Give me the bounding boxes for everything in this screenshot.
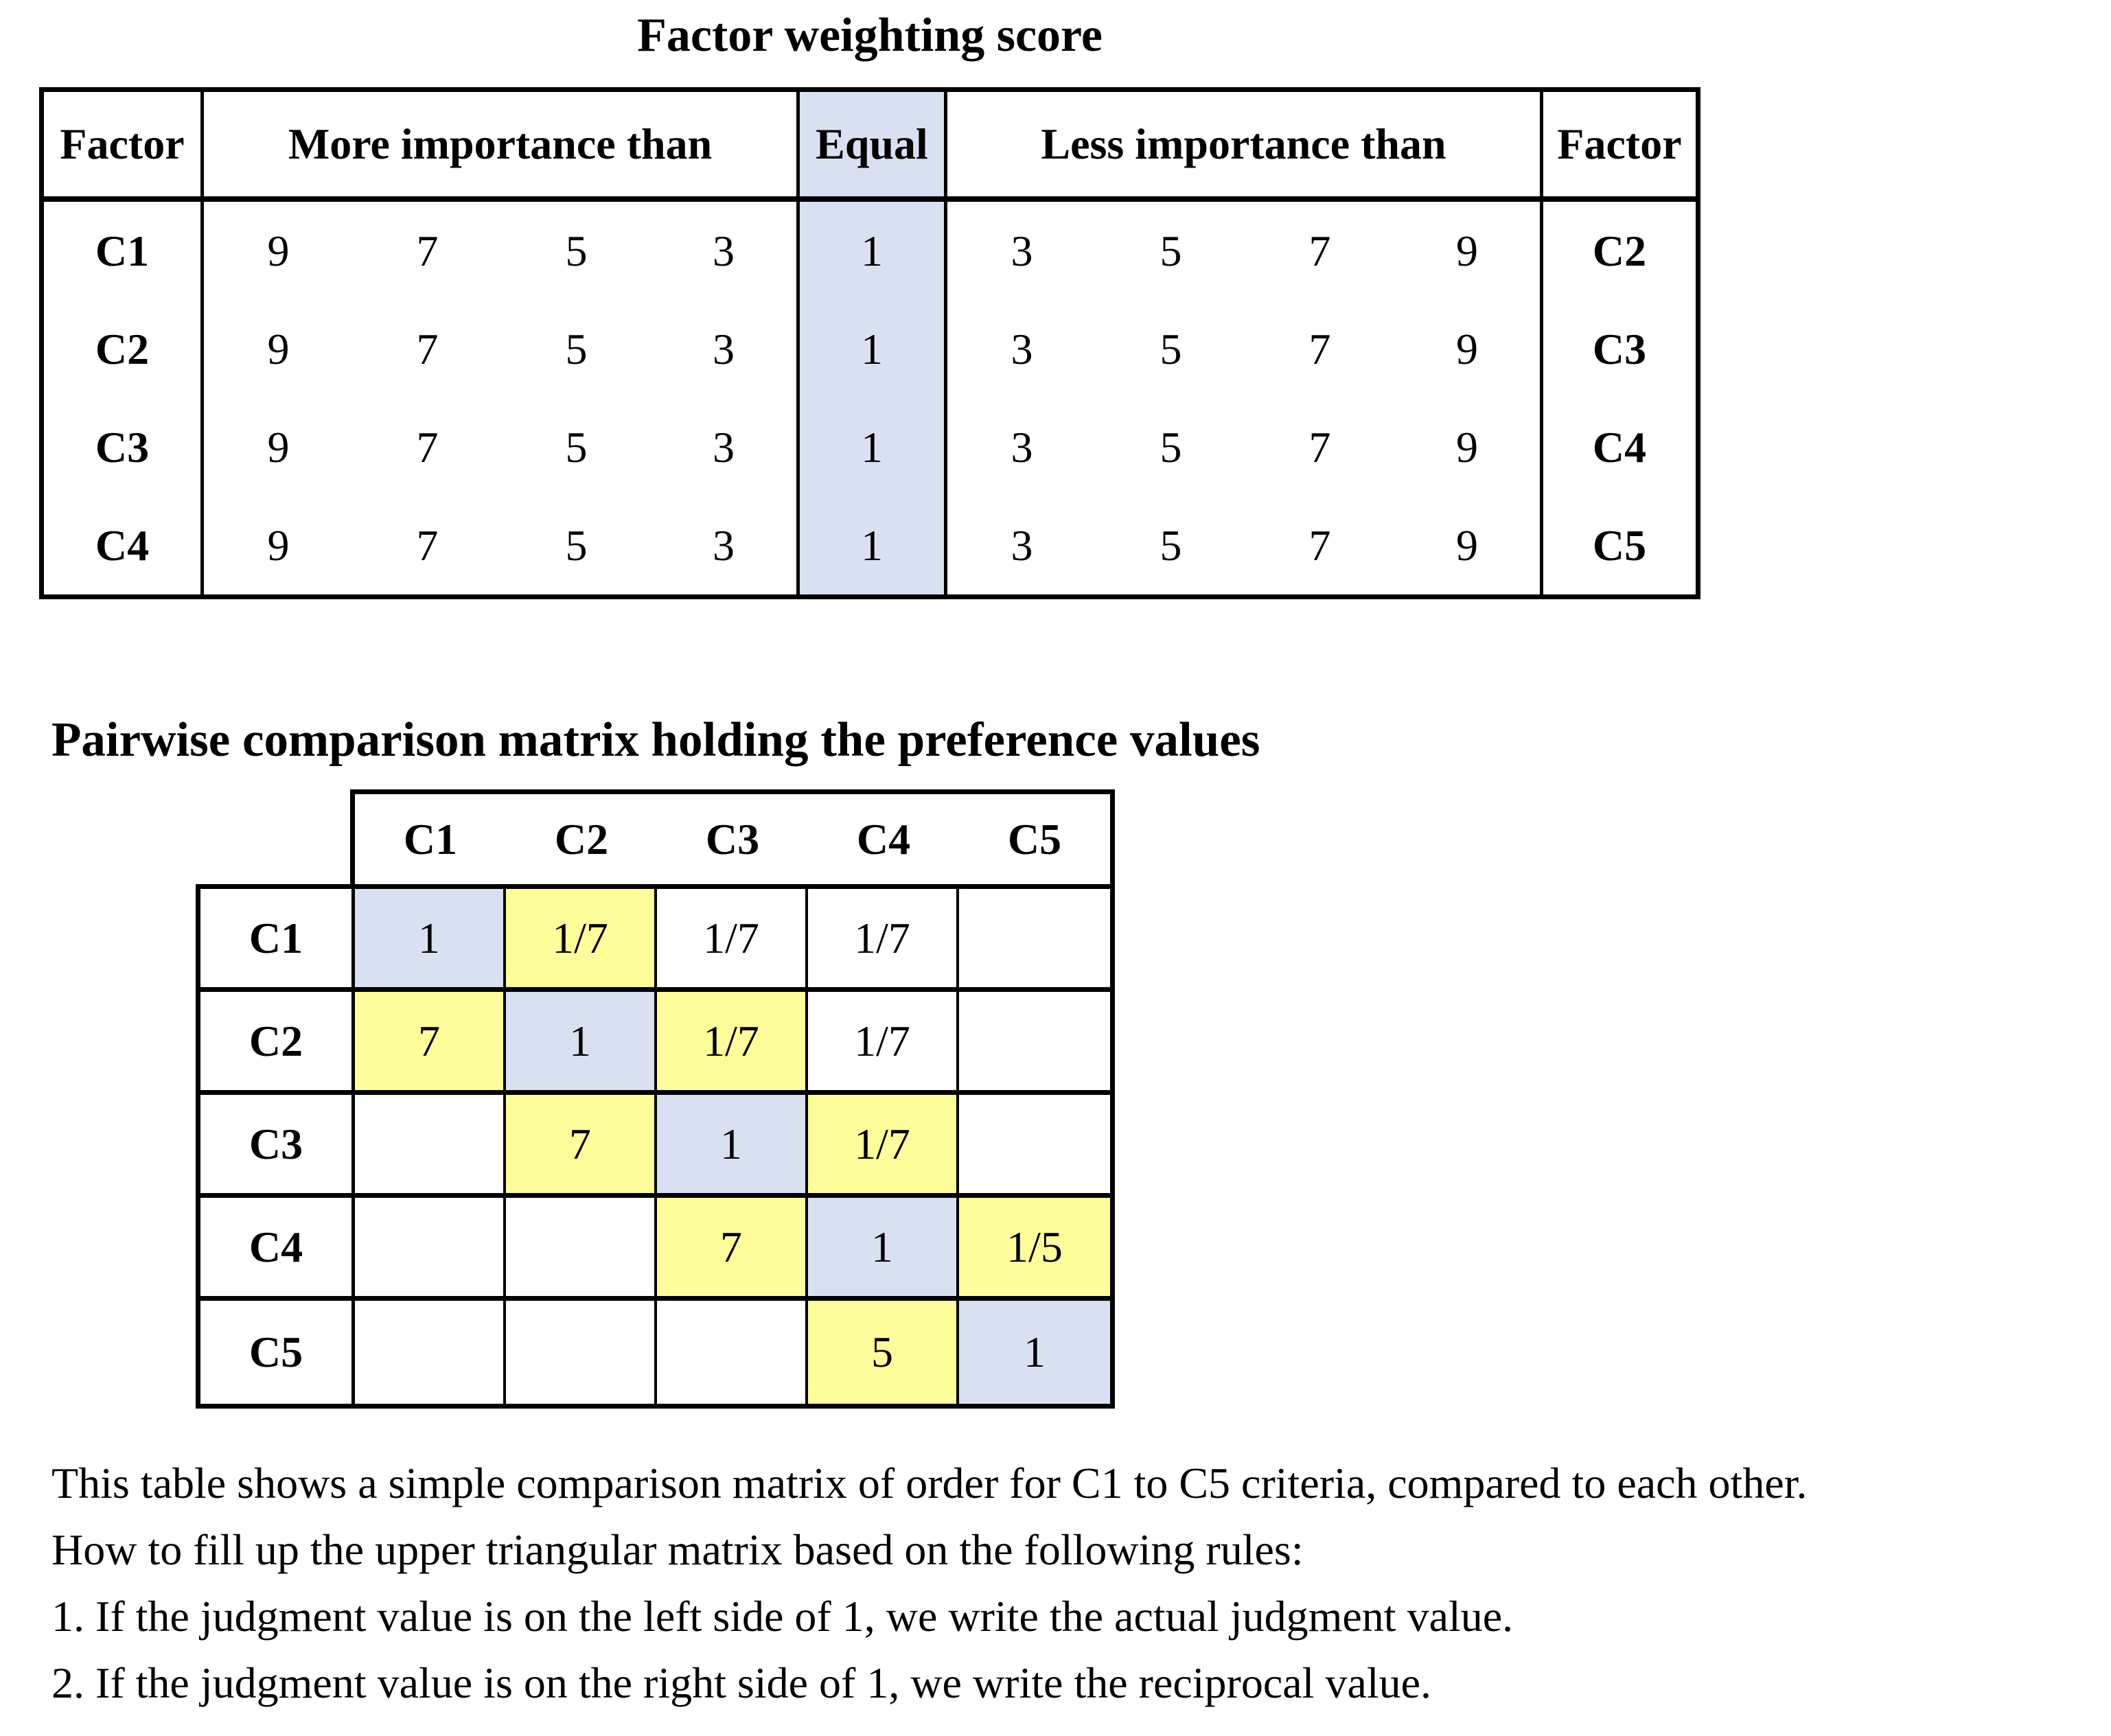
t1-score-cell: 5 (1160, 422, 1182, 472)
t2-col-header: C1 (403, 814, 458, 864)
t2-matrix-cell: 5 (808, 1301, 959, 1404)
t2-row-header: C1 (200, 889, 355, 992)
t2-row-header: C4 (200, 1198, 355, 1301)
t1-score-cell: 9 (1394, 496, 1543, 594)
t1-row-factor-left: C2 (44, 300, 204, 398)
pairwise-matrix-column-headers: C1 C2 C3 C4 C5 (350, 789, 1115, 889)
t1-score-cell: 7 (416, 324, 439, 373)
t2-matrix-cell: 1 (506, 992, 657, 1095)
t1-score-cell: 3 (651, 202, 800, 300)
note-line: 2. If the judgment value is on the right… (51, 1658, 1432, 1707)
t1-score-cell: 9 (267, 324, 290, 373)
t2-col-header: C2 (554, 814, 609, 864)
t1-score-cell: 7 (1308, 520, 1331, 570)
t1-score-cell: 3 (1011, 324, 1033, 373)
t1-score-cell: 3 (1011, 520, 1033, 570)
t1-score-cell: 5 (1160, 520, 1182, 570)
note-line: This table shows a simple comparison mat… (51, 1459, 1808, 1507)
t1-score-cell: 5 (1160, 324, 1182, 373)
t2-matrix-cell: 1/7 (657, 889, 808, 992)
t2-col-header: C3 (705, 814, 760, 864)
t2-row-header: C3 (200, 1095, 355, 1198)
t2-matrix-cell: 1 (808, 1198, 959, 1301)
t2-matrix-cell: 1/7 (808, 992, 959, 1095)
t1-score-cell: 9 (1394, 202, 1543, 300)
t1-score-cell: 3 (651, 300, 800, 398)
t1-score-cell: 3 (1011, 226, 1033, 275)
t1-score-cell: 3 (1011, 422, 1033, 472)
t2-matrix-cell: 1/5 (959, 1198, 1110, 1301)
t2-matrix-cell: 1 (959, 1301, 1110, 1404)
t2-matrix-cell (959, 992, 1110, 1095)
t1-row-factor-right: C5 (1592, 520, 1647, 570)
t1-score-cell: 7 (416, 422, 439, 472)
t1-score-cell: 7 (1308, 226, 1331, 275)
t1-score-cell: 5 (565, 520, 588, 570)
t1-row-factor-right: C2 (1592, 226, 1647, 275)
t1-score-cell: 9 (267, 520, 290, 570)
header-factor-right: Factor (1543, 92, 1696, 202)
t2-matrix-cell: 1 (657, 1095, 808, 1198)
t2-matrix-cell: 7 (355, 992, 506, 1095)
t1-score-cell: 7 (416, 520, 439, 570)
factor-weighting-title: Factor weighting score (637, 9, 1103, 62)
t2-col-header: C4 (856, 814, 911, 864)
t1-row-factor-left: C3 (44, 398, 204, 496)
t1-equal-cell: 1 (800, 496, 947, 594)
t1-row-factor-right: C4 (1592, 422, 1647, 472)
t1-score-cell: 7 (1308, 324, 1331, 373)
t2-matrix-cell: 7 (657, 1198, 808, 1301)
t2-row-header: C2 (200, 992, 355, 1095)
header-factor-left: Factor (44, 92, 204, 202)
t1-row-factor-right: C3 (1592, 324, 1647, 373)
t1-score-cell: 9 (267, 422, 290, 472)
t2-matrix-cell (506, 1198, 657, 1301)
t1-score-cell: 5 (565, 422, 588, 472)
t1-score-cell: 9 (1394, 398, 1543, 496)
factor-weighting-table: Factor More importance than Equal Less i… (39, 87, 1700, 599)
t1-score-cell: 7 (1308, 422, 1331, 472)
header-equal: Equal (800, 92, 947, 202)
t1-equal-cell: 1 (800, 300, 947, 398)
t1-equal-cell: 1 (800, 202, 947, 300)
t2-matrix-cell (355, 1095, 506, 1198)
pairwise-matrix-body: C1 1 1/7 1/7 1/7 C2 7 1 1/7 1/7 C3 7 1 1… (196, 884, 1115, 1409)
t1-score-cell: 7 (416, 226, 439, 275)
t1-score-cell: 5 (1160, 226, 1182, 275)
t2-matrix-cell (355, 1301, 506, 1404)
note-line: How to fill up the upper triangular matr… (51, 1525, 1304, 1574)
header-more-importance: More importance than (204, 92, 800, 202)
t2-row-header: C5 (200, 1301, 355, 1404)
t1-score-cell: 9 (267, 226, 290, 275)
t2-matrix-cell: 1/7 (506, 889, 657, 992)
t1-equal-cell: 1 (800, 398, 947, 496)
t1-score-cell: 3 (651, 398, 800, 496)
t2-matrix-cell: 7 (506, 1095, 657, 1198)
t1-score-cell: 5 (565, 324, 588, 373)
t2-matrix-cell (959, 889, 1110, 992)
t1-score-cell: 3 (651, 496, 800, 594)
t2-matrix-cell (657, 1301, 808, 1404)
t2-col-header: C5 (1007, 814, 1062, 864)
t2-matrix-cell: 1/7 (657, 992, 808, 1095)
t2-matrix-cell: 1/7 (808, 889, 959, 992)
t2-matrix-cell (959, 1095, 1110, 1198)
t2-matrix-cell: 1 (355, 889, 506, 992)
pairwise-matrix-title: Pairwise comparison matrix holding the p… (51, 713, 1260, 767)
t2-matrix-cell (355, 1198, 506, 1301)
t2-matrix-cell (506, 1301, 657, 1404)
t1-row-factor-left: C4 (44, 496, 204, 594)
t1-score-cell: 5 (565, 226, 588, 275)
note-line: 1. If the judgment value is on the left … (51, 1592, 1514, 1641)
t1-score-cell: 9 (1394, 300, 1543, 398)
header-less-importance: Less importance than (947, 92, 1543, 202)
t2-matrix-cell: 1/7 (808, 1095, 959, 1198)
explanatory-notes: This table shows a simple comparison mat… (51, 1450, 1808, 1716)
t1-row-factor-left: C1 (44, 202, 204, 300)
